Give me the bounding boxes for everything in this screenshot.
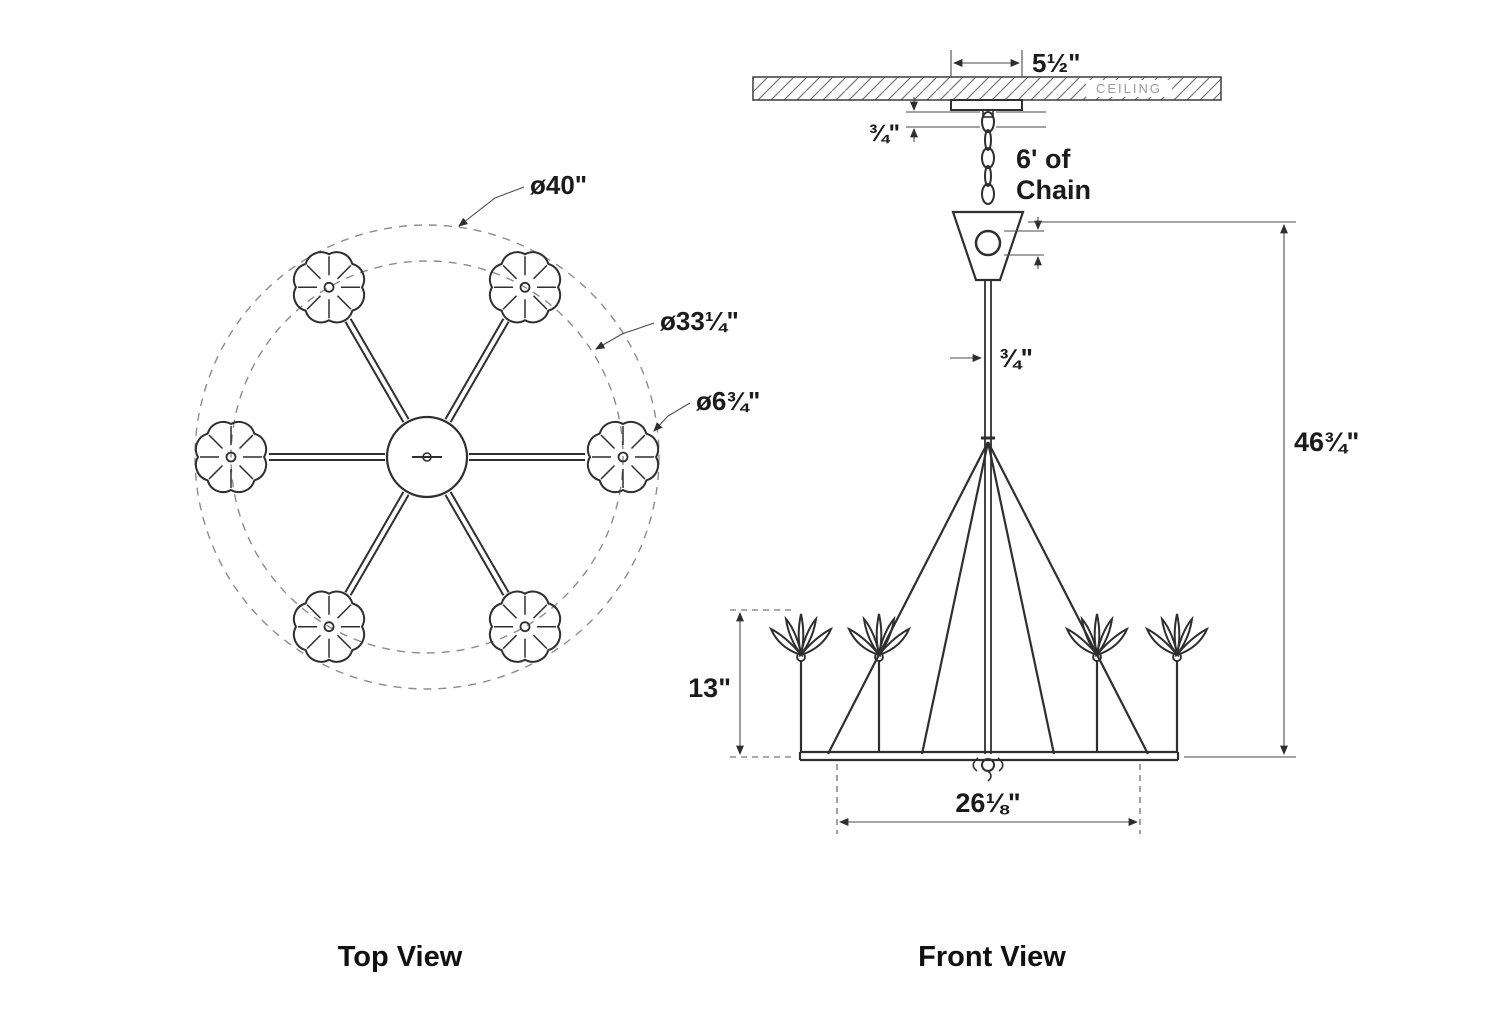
outer-diameter-label: ø40"	[530, 170, 587, 200]
flower-height-label: 13"	[688, 673, 731, 703]
front-view-caption: Front View	[918, 941, 1066, 973]
arm-diameter-label: ø33¼"	[660, 306, 739, 336]
chain-length-note: 6' of Chain	[1016, 144, 1091, 205]
top-view-dimensions: ø40" ø33¼" ø6¾"	[458, 170, 760, 432]
nipple-dimension: ¾"	[869, 97, 1046, 147]
flower-diameter-label: ø6¾"	[696, 386, 760, 416]
stem-dimension-label: ¾"	[999, 343, 1033, 373]
ring-width-label: 26⅛"	[955, 788, 1020, 818]
canopy-width-dimension: 5½"	[950, 48, 1080, 78]
chain-note-line2: Chain	[1016, 175, 1091, 205]
chandelier-arms	[269, 318, 585, 596]
outer-diameter-circle	[194, 224, 660, 690]
central-stem	[981, 280, 995, 754]
cone-canopy	[951, 210, 1044, 282]
center-finial	[972, 757, 1004, 782]
flower-heads-front	[770, 613, 1208, 662]
canopy-width-label: 5½"	[1032, 48, 1080, 78]
center-hub	[385, 415, 469, 499]
top-view-caption: Top View	[338, 941, 463, 973]
nipple-dimension-label: ¾"	[869, 120, 900, 147]
front-view-drawing: CEILING 5½" ¾"	[688, 48, 1359, 834]
support-spokes	[827, 441, 1149, 755]
hanging-chain	[981, 111, 995, 205]
flower-height-dimension: 13"	[688, 609, 792, 758]
arm-diameter-circle	[230, 260, 624, 654]
canopy	[950, 99, 1023, 118]
ceiling: CEILING	[752, 76, 1222, 101]
overall-height-dimension: 46¾"	[1028, 221, 1359, 758]
top-view-drawing: ø40" ø33¼" ø6¾"	[194, 170, 760, 690]
ceiling-label: CEILING	[1096, 81, 1162, 96]
chain-note-line1: 6' of	[1016, 144, 1071, 174]
stem-dimension: ¾"	[950, 343, 1033, 373]
overall-height-label: 46¾"	[1294, 427, 1359, 457]
ring-width-dimension: 26⅛"	[836, 764, 1141, 834]
candle-uprights	[799, 660, 1179, 752]
